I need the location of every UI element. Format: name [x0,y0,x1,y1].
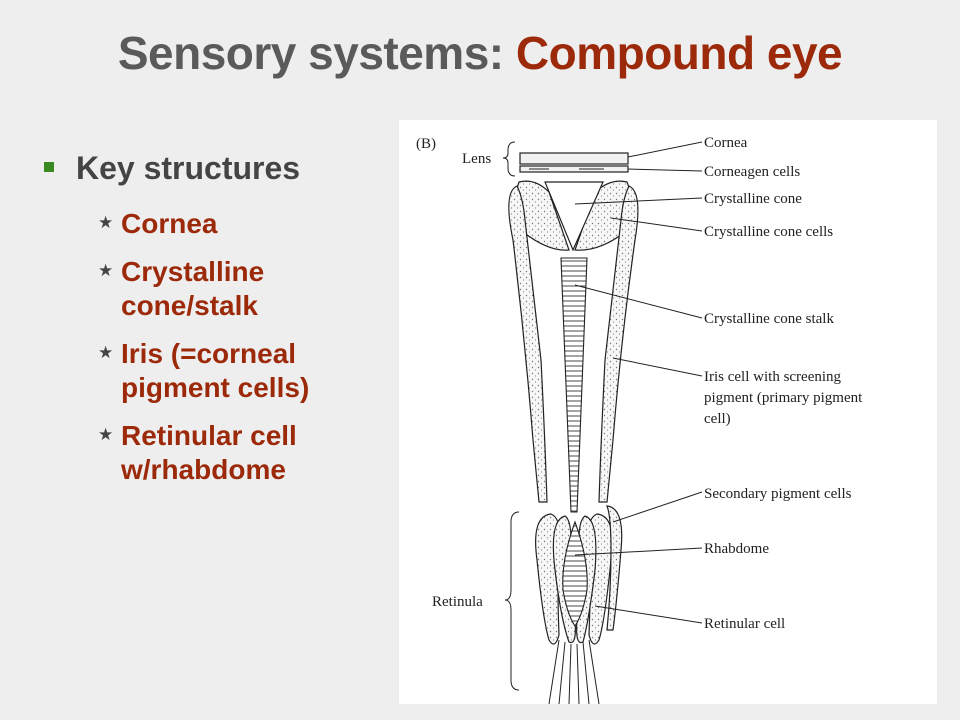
panel-label: (B) [416,136,436,152]
leader-corneagen [627,168,703,172]
label-rhabdome: Rhabdome [704,541,769,557]
sub-bullet-list: ★ Cornea ★ Crystalline cone/stalk ★ Iris… [98,207,394,487]
sub-bullet-text: Cornea [121,208,218,239]
sub-bullet-iris: ★ Iris (=corneal pigment cells) [98,337,394,405]
compound-eye-diagram: (B) Lens Retinula [399,120,937,704]
star-icon: ★ [98,213,114,232]
lens-brace [502,141,516,177]
leader-secondary [612,491,703,523]
sub-bullet-text: pigment cells) [121,372,310,403]
title-main: Sensory systems: [117,27,504,79]
crystalline-stalk-shape [560,257,588,513]
sub-bullet-text: Retinular cell [121,420,297,451]
axon-bundle [548,639,600,704]
crystalline-cone-shape [544,181,604,252]
leader-cornea [627,141,703,158]
slide-title: Sensory systems: Compound eye [0,26,960,80]
sub-bullet-text: cone/stalk [121,290,258,321]
star-icon: ★ [98,343,114,362]
star-icon: ★ [98,261,114,280]
sub-bullet-text: Crystalline [121,256,265,287]
label-secondary-pigment: Secondary pigment cells [704,486,852,502]
leader-cone [574,197,703,205]
sub-bullet-cornea: ★ Cornea [98,207,394,241]
label-crystalline-cone: Crystalline cone [704,191,802,207]
sub-bullet-retinular: ★ Retinular cell w/rhabdome [98,419,394,487]
bullet-heading: Key structures [44,150,394,187]
secondary-pigment-cell [606,505,623,631]
leader-rhabdome [574,547,703,556]
label-iris-line-1: Iris cell with screening [704,369,842,385]
label-cornea: Cornea [704,135,748,151]
leader-iris [612,357,703,377]
lens-label: Lens [462,151,491,167]
label-iris-line-3: cell) [704,411,731,427]
star-icon: ★ [98,425,114,444]
iris-cell-left [508,185,548,503]
label-corneagen: Corneagen cells [704,164,800,180]
square-bullet-icon [44,162,54,172]
sub-bullet-text: w/rhabdome [121,454,286,485]
retinula-brace [504,511,520,691]
sub-bullet-crystalline: ★ Crystalline cone/stalk [98,255,394,323]
label-iris-line-2: pigment (primary pigment [704,390,863,406]
label-crystalline-cone-stalk: Crystalline cone stalk [704,311,834,327]
title-accent: Compound eye [515,27,843,79]
rhabdome-shape [562,520,588,627]
leader-cone-cells [610,217,703,232]
leader-retinular [594,605,703,624]
retinula-label: Retinula [432,594,483,610]
label-crystalline-cone-cells: Crystalline cone cells [704,224,833,240]
bullet-heading-text: Key structures [76,150,301,186]
cornea-shape [519,152,629,165]
sub-bullet-text: Iris (=corneal [121,338,297,369]
label-retinular-cell: Retinular cell [704,616,785,632]
iris-cell-right [598,185,639,503]
bullet-list: Key structures ★ Cornea ★ Crystalline co… [44,150,394,501]
leader-stalk [574,284,703,319]
